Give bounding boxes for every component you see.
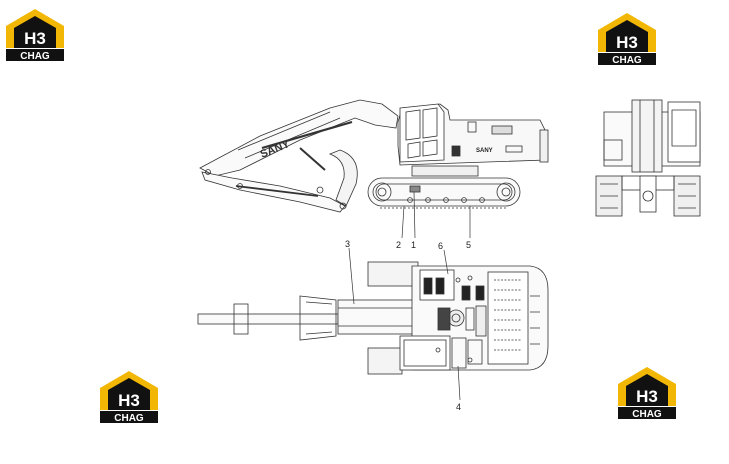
logo-wordmark: CHAG (612, 55, 642, 66)
track-rollers (407, 197, 485, 203)
logo-bottom-left: H3 CHAG (98, 368, 160, 424)
cab-brand-text: SANY (476, 148, 493, 154)
callout-6: 6 (438, 241, 443, 251)
logo-top-left: H3 CHAG (4, 6, 66, 62)
callout-4: 4 (456, 402, 461, 412)
logo-mark: H3 (24, 29, 46, 48)
top-view (197, 261, 549, 375)
callout-3: 3 (345, 239, 350, 249)
logo-mark: H3 (636, 387, 658, 406)
logo-wordmark: CHAG (114, 413, 144, 424)
leader-lines-top (348, 247, 461, 401)
logo-wordmark: CHAG (20, 51, 50, 62)
logo-wordmark: CHAG (632, 409, 662, 420)
logo-bottom-right: H3 CHAG (616, 364, 678, 420)
callout-2: 2 (396, 240, 401, 250)
leader-lines-side (401, 191, 471, 239)
logo-top-right: H3 CHAG (596, 10, 658, 66)
logo-mark: H3 (118, 391, 140, 410)
front-view (595, 99, 701, 217)
side-view: SANY (199, 99, 549, 213)
logo-mark: H3 (616, 33, 638, 52)
callout-5: 5 (466, 240, 471, 250)
callout-1: 1 (411, 240, 416, 250)
